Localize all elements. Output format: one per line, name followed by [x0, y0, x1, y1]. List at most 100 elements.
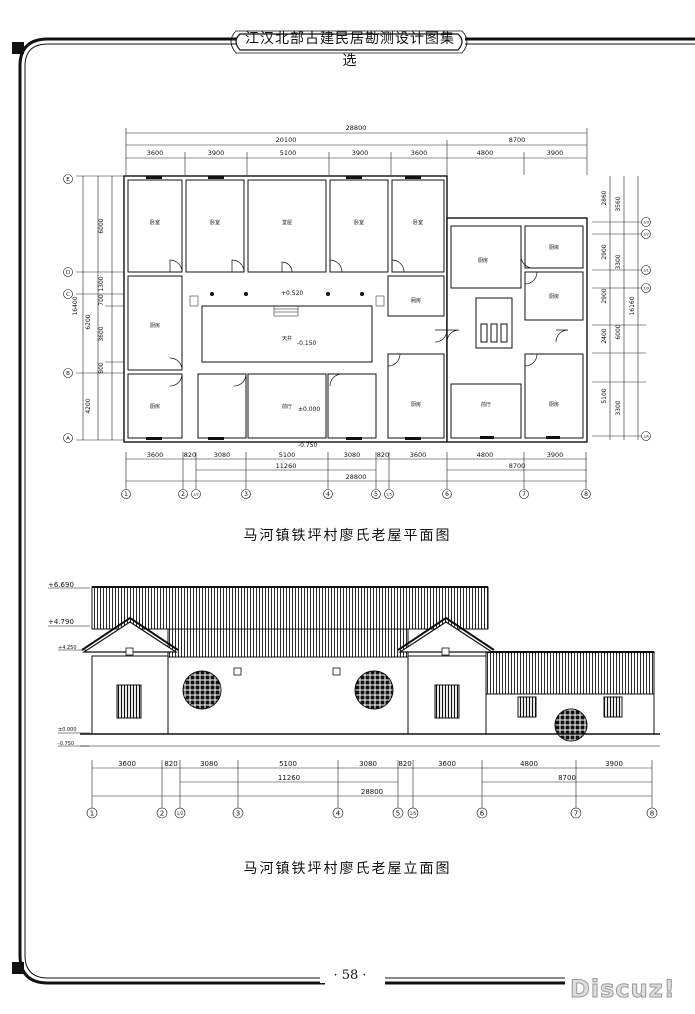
- room-label: 天井: [282, 335, 292, 342]
- col-axis-label: 2: [181, 491, 185, 498]
- room-label: 厨房: [411, 401, 421, 408]
- right-axis-label: 1/1: [643, 269, 649, 273]
- plan-dim-right: 2900: [601, 244, 608, 259]
- plan-dim-right: 2860: [601, 190, 608, 205]
- plan-dim-bottom-seg: 4800: [477, 451, 494, 459]
- elevation-caption: 马河镇铁坪村廖氏老屋立面图: [243, 861, 452, 877]
- plan-dim-right: 3300: [615, 400, 622, 415]
- plan-dim-left: 800: [98, 362, 105, 374]
- elev-dim-seg: 5100: [279, 760, 297, 768]
- plan-dim-total-top: 28800: [346, 124, 367, 132]
- plan-dim-bottom-seg: 3080: [214, 451, 231, 459]
- row-axis-label: D: [66, 270, 70, 276]
- plan-caption: 马河镇铁坪村廖氏老屋平面图: [243, 528, 452, 544]
- elev-level: +4.790: [48, 618, 74, 626]
- col-axis-label: 6: [445, 491, 449, 498]
- plan-dim-left-total: 20100: [276, 136, 297, 144]
- page-number: · 58 ·: [320, 968, 380, 983]
- col-axis-label: 2: [160, 810, 164, 818]
- elev-level: -0.750: [58, 741, 74, 747]
- col-axis-label: 7: [574, 810, 578, 818]
- elev-dim-seg: 3600: [438, 760, 456, 768]
- plan-dim-right: 2400: [601, 328, 608, 343]
- room-label: 厨房: [478, 257, 488, 264]
- col-axis-label: 1/5: [386, 493, 392, 497]
- room-label: 卧室: [354, 219, 364, 226]
- col-axis-label: 3: [244, 491, 248, 498]
- room-label: 前厅: [282, 403, 292, 410]
- plan-dim-right: 5100: [601, 388, 608, 403]
- col-axis-label: 5: [374, 491, 378, 498]
- room-label: 堂屋: [282, 219, 292, 226]
- col-axis-label: 1: [90, 810, 94, 818]
- plan-dim-bottom-seg: 820: [184, 451, 196, 459]
- plan-dim-top-seg: 3900: [352, 149, 369, 157]
- plan-dim-right: 3560: [615, 196, 622, 211]
- col-axis-label: 8: [650, 810, 654, 818]
- plan-dim-left: 1300: [98, 276, 105, 291]
- room-label: 厨房: [150, 322, 160, 329]
- room-label: 卧室: [413, 219, 423, 226]
- right-axis-label: 1/A: [643, 435, 649, 439]
- plan-dim-left: 6000: [98, 218, 105, 233]
- plan-dim-top-seg: 3600: [411, 149, 428, 157]
- plan-dim-bottom-middle: 11260: [276, 462, 297, 470]
- plan-dim-left: 3600: [98, 326, 105, 341]
- plan-dim-right: 2900: [601, 288, 608, 303]
- col-axis-label: 4: [336, 810, 341, 818]
- elev-level: +4.250: [58, 645, 77, 651]
- col-axis-label: 4: [326, 491, 330, 498]
- col-axis-label: 8: [584, 491, 588, 498]
- room-label: 厨房: [549, 244, 559, 251]
- plan-dim-top-seg: 3900: [547, 149, 564, 157]
- elev-dim-middle: 11260: [278, 774, 300, 782]
- elev-dim-seg: 820: [398, 760, 411, 768]
- col-axis-label: 5: [396, 810, 400, 818]
- row-axis-label: B: [66, 371, 70, 377]
- book-title: 江汉北部古建民居勘测设计图集选: [245, 31, 455, 69]
- room-label: 厨房: [549, 293, 559, 300]
- room-label: 卧室: [150, 219, 160, 226]
- level-mark: -0.150: [297, 340, 317, 347]
- plan-dim-right: 6000: [615, 324, 622, 339]
- room-label: 前厅: [481, 401, 491, 408]
- level-mark: ±0.000: [298, 406, 320, 413]
- plan-dim-bottom-seg: 3080: [344, 451, 361, 459]
- plan-dim-bottom-right: 8700: [509, 462, 526, 470]
- plan-dim-top-seg: 5100: [280, 149, 297, 157]
- elev-level: +6.690: [48, 581, 74, 589]
- plan-dim-left: 6200: [85, 314, 92, 329]
- right-axis-label: 1/0: [643, 287, 649, 291]
- level-mark: -0.750: [298, 442, 318, 449]
- col-axis-label: 6: [480, 810, 485, 818]
- plan-dim-bottom-seg: 3900: [547, 451, 564, 459]
- elev-dim-total: 28800: [361, 788, 383, 796]
- col-axis-label: 7: [522, 491, 526, 498]
- plan-dim-right: 16160: [629, 296, 636, 315]
- plan-dim-right-total: 8700: [509, 136, 526, 144]
- col-axis-label: 1: [124, 491, 128, 498]
- plan-dim-bottom-total: 28800: [346, 473, 367, 481]
- elev-level: ±0.000: [58, 727, 77, 733]
- plan-dim-left: 16400: [72, 296, 79, 315]
- row-axis-label: A: [66, 436, 70, 442]
- room-label: 厨房: [150, 403, 160, 410]
- watermark-logo: Discuz!: [570, 975, 676, 1004]
- elev-dim-seg: 4800: [520, 760, 538, 768]
- plan-dim-bottom-seg: 3600: [410, 451, 427, 459]
- row-axis-label: E: [66, 177, 70, 183]
- room-label: 卧室: [210, 219, 220, 226]
- col-axis-label: 1/5: [410, 811, 417, 816]
- plan-dim-top-seg: 4800: [477, 149, 494, 157]
- level-mark: +0.520: [281, 290, 303, 297]
- plan-dim-left: 4200: [85, 398, 92, 413]
- plan-dim-top-seg: 3900: [208, 149, 225, 157]
- elevation-drawing: +6.690 +4.790 +4.250 ±0.000 -0.750: [48, 581, 660, 819]
- col-axis-label: 3: [236, 810, 240, 818]
- elev-dim-seg: 820: [164, 760, 177, 768]
- plan-dim-bottom-seg: 5100: [279, 451, 296, 459]
- plan-dim-bottom-seg: 820: [377, 451, 389, 459]
- right-axis-label: 1/3: [643, 221, 649, 225]
- elev-dim-seg: 3900: [605, 760, 623, 768]
